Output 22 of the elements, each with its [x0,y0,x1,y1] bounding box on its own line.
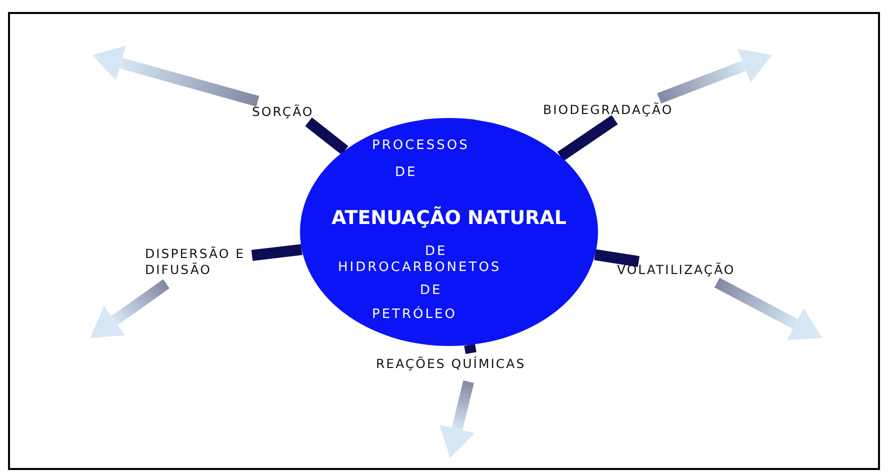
arrow [90,279,170,338]
process-label: REAÇÕES QUÍMICAS [376,356,570,372]
process-label: VOLATILIZAÇÃO [617,262,769,278]
process-label: SORÇÃO [252,104,340,120]
connector [305,118,348,155]
ellipse-text: HIDROCARBONETOS [338,260,502,276]
ellipse-text: PROCESSOS [372,138,470,154]
ellipse-text: ATENUAÇÃO NATURAL [330,206,568,230]
connector [557,115,618,161]
ellipse-text: DE [395,165,418,181]
process-label: BIODEGRADAÇÃO [543,102,715,118]
arrow [92,46,260,107]
arrow [714,278,822,340]
arrow [440,380,475,458]
process-label: DISPERSÃO E DIFUSÃO [145,246,249,278]
connector [594,249,640,267]
ellipse-text: PETRÓLEO [372,307,457,323]
ellipse-text: DE [420,283,442,299]
connector [464,344,476,354]
ellipse-text: DE [425,244,448,260]
connector [251,244,302,261]
arrow [657,48,772,104]
